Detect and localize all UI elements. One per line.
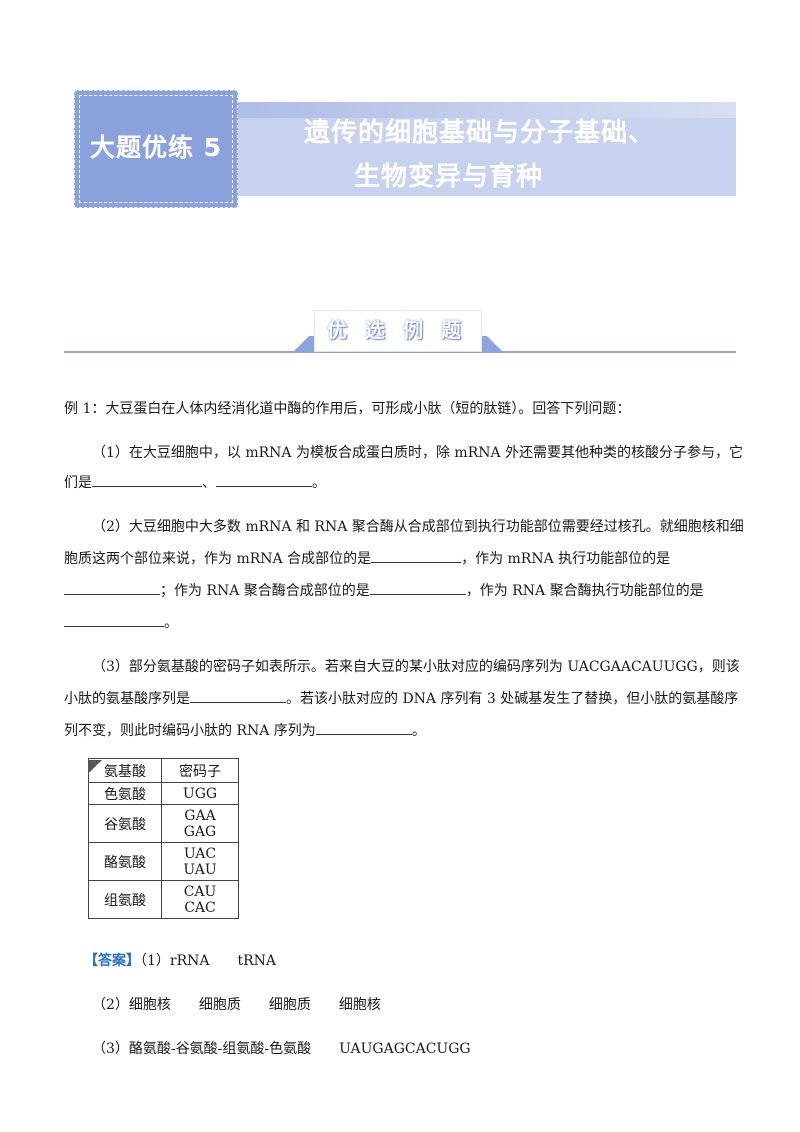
answer-blank-5: [369, 580, 466, 595]
q1-line1: （1）在大豆细胞中，以 mRNA 为模板合成蛋白质时，除 mRNA 外还需要其他…: [92, 445, 744, 461]
answer-blank-6: [64, 612, 164, 627]
table-row: 酪氨酸 UAC UAU: [88, 842, 239, 881]
codon-value: CAC: [184, 899, 216, 916]
answer-blank-8: [315, 720, 412, 735]
answer-line-3: （3）酪氨酸-谷氨酸-组氨酸-色氨酸 UAUGAGCACUGG: [92, 1038, 471, 1058]
codon-value: UAC: [183, 845, 217, 862]
answer-3-number: （3）: [92, 1041, 129, 1057]
q2-text-b: ，作为 mRNA 执行功能部位的是: [461, 551, 671, 567]
codon-value: UAU: [183, 861, 217, 878]
codon-value: GAA: [184, 807, 216, 824]
q1-end: 。: [312, 475, 326, 491]
table-cell-codons: GAA GAG: [161, 804, 239, 843]
banner-title-line2: 生物变异与育种: [354, 162, 544, 192]
table-cell-codon: UGG: [161, 782, 239, 805]
codon-table: 氨基酸 密码子 色氨酸 UGG 谷氨酸 GAA GAG 酪氨酸 UAC UAU …: [88, 758, 239, 919]
answer-3-value-2: UAUGAGCACUGG: [339, 1041, 471, 1057]
answer-2-value-1: 细胞核: [128, 997, 171, 1013]
answer-1-value-1: rRNA: [169, 953, 210, 969]
section-heading-text: 优选例题: [327, 318, 479, 342]
table-header-row: 氨基酸 密码子: [88, 758, 239, 783]
answer-1-number: （1）: [140, 953, 170, 969]
table-row: 组氨酸 CAU CAC: [88, 880, 239, 919]
answer-blank-4: [64, 580, 160, 595]
answer-2-value-3: 细胞质: [268, 997, 311, 1013]
q2-text-d: ，作为 RNA 聚合酶执行功能部位的是: [465, 583, 704, 599]
banner-label-panel: [74, 90, 238, 208]
q3-text-a: 小肽的氨基酸序列是: [64, 691, 190, 707]
banner-label: 大题优练 5: [89, 133, 223, 162]
banner-title-panel: [234, 102, 736, 196]
codon-value: CAU: [183, 883, 217, 900]
table-cell-amino: 酪氨酸: [88, 842, 162, 881]
q1-line2: 们是 、 。: [64, 472, 326, 492]
question-stem: 例 1：大豆蛋白在人体内经消化道中酶的作用后，可形成小肽（短的肽链）。回答下列问…: [64, 401, 631, 417]
answer-3-value-1: 酪氨酸-谷氨酸-组氨酸-色氨酸: [128, 1041, 312, 1057]
header-banner: 大题优练 5 遗传的细胞基础与分子基础、 生物变异与育种: [74, 90, 736, 210]
answer-blank-1: [92, 472, 202, 487]
table-cell-codons: UAC UAU: [161, 842, 239, 881]
answer-line-1: 【答案】（1）rRNA tRNA: [84, 950, 276, 970]
q2-line4: 。: [64, 612, 178, 632]
q3-line2: 小肽的氨基酸序列是 。若该小肽对应的 DNA 序列有 3 处碱基发生了替换，但小肽…: [64, 688, 738, 708]
q3-end: 。: [411, 723, 426, 739]
table-row: 色氨酸 UGG: [88, 782, 239, 805]
answer-2-value-4: 细胞核: [338, 997, 381, 1013]
table-cell-amino: 谷氨酸: [88, 804, 162, 843]
q3-line1: （3）部分氨基酸的密码子如表所示。若来自大豆的某小肽对应的编码序列为 UACGA…: [92, 659, 740, 675]
table-corner-mark: [88, 760, 102, 774]
q2-line2: 胞质这两个部位来说，作为 mRNA 合成部位的是 ，作为 mRNA 执行功能部位的…: [64, 548, 670, 568]
table-cell-amino: 色氨酸: [88, 782, 162, 805]
codon-value: GAG: [183, 823, 217, 840]
answer-blank-2: [216, 472, 312, 487]
banner-label-dashed-frame: [79, 95, 233, 203]
answer-line-2: （2）细胞核细胞质细胞质细胞核: [92, 994, 381, 1014]
answer-blank-3: [371, 548, 462, 563]
answer-2-value-2: 细胞质: [198, 997, 241, 1013]
answer-1-value-2: tRNA: [237, 953, 277, 969]
q1-text-a: 们是: [64, 475, 92, 491]
q3-text-c: 列不变，则此时编码小肽的 RNA 序列为: [64, 723, 316, 739]
table-cell-codons: CAU CAC: [161, 880, 239, 919]
section-heading-box: [314, 310, 482, 352]
answer-key-label: 【答案】: [84, 953, 140, 969]
q3-line3: 列不变，则此时编码小肽的 RNA 序列为 。: [64, 720, 426, 740]
answer-2-number: （2）: [92, 997, 129, 1013]
q2-text-a: 胞质这两个部位来说，作为 mRNA 合成部位的是: [64, 551, 372, 567]
q2-text-c: ；作为 RNA 聚合酶合成部位的是: [160, 583, 370, 599]
table-row: 谷氨酸 GAA GAG: [88, 804, 239, 843]
q2-line3: ；作为 RNA 聚合酶合成部位的是 ，作为 RNA 聚合酶执行功能部位的是: [64, 580, 704, 600]
table-header-codon: 密码子: [161, 758, 239, 783]
q2-end: 。: [164, 615, 178, 631]
q3-text-b: 。若该小肽对应的 DNA 序列有 3 处碱基发生了替换，但小肽的氨基酸序: [286, 691, 739, 707]
section-heading: 优选例题: [64, 306, 736, 356]
q1-sep: 、: [202, 475, 216, 491]
answer-blank-7: [190, 688, 286, 703]
banner-title-line1: 遗传的细胞基础与分子基础、: [304, 118, 656, 148]
q2-line1: （2）大豆细胞中大多数 mRNA 和 RNA 聚合酶从合成部位到执行功能部位需要…: [92, 519, 744, 535]
table-cell-amino: 组氨酸: [88, 880, 162, 919]
